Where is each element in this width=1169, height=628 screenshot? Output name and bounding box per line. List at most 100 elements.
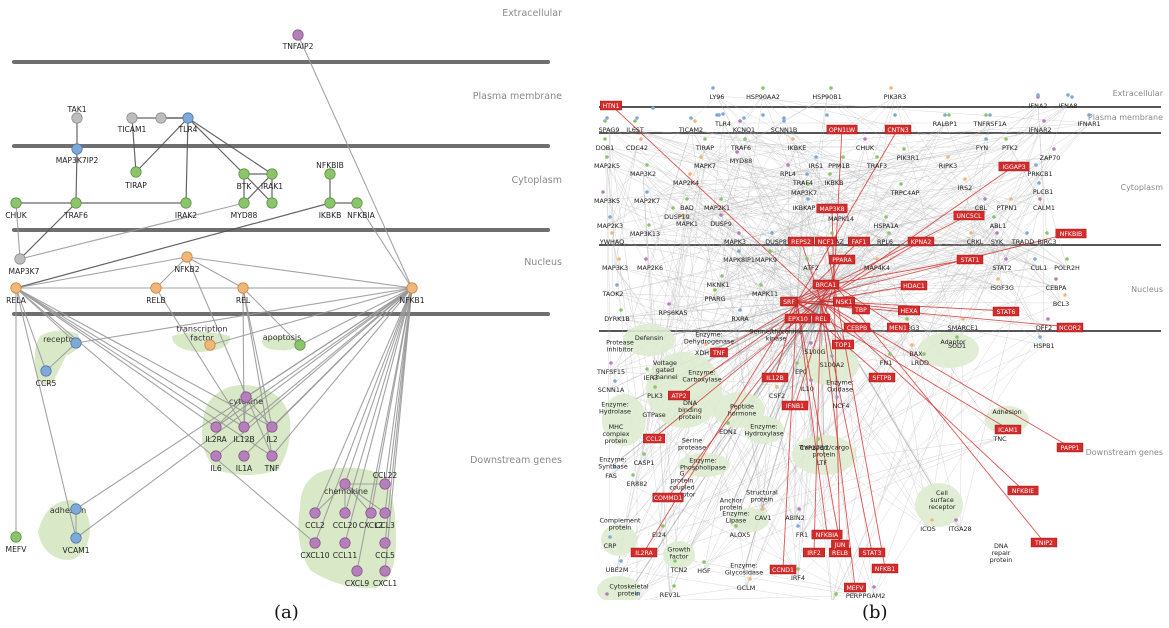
node-label-btk: BTK (237, 182, 253, 191)
highlight-edge (820, 240, 922, 302)
node-dot (699, 155, 703, 159)
gene-label: ALOX5 (730, 531, 751, 539)
highlight-label: CNTN3 (887, 127, 908, 134)
node-ticam1 (126, 112, 138, 124)
node-dot (671, 206, 675, 210)
edge (796, 301, 929, 529)
edge (609, 146, 638, 226)
node-dot (601, 190, 605, 194)
gene-label: TLR4 (714, 120, 731, 128)
highlight-label: TNF (712, 350, 725, 357)
node-dot (796, 524, 800, 528)
category-label-line: surface (930, 496, 954, 504)
gene-label: MAP3K5 (594, 197, 620, 205)
gene-label: MKNK1 (707, 281, 730, 289)
category-label-line: inhibitor (607, 346, 634, 354)
highlight-edge (796, 128, 899, 303)
edge (762, 95, 835, 183)
category-label-line: complex (602, 430, 629, 438)
node-dot (613, 465, 617, 469)
node-dot (988, 113, 992, 117)
node-dot (713, 288, 717, 292)
edge (606, 164, 703, 353)
gene-label: ZAP70 (1040, 154, 1061, 162)
edge (314, 483, 346, 514)
edge (996, 190, 1044, 242)
edge (764, 240, 1024, 294)
highlight-box (826, 124, 858, 135)
edge (15, 256, 188, 289)
highlight-label: JUN (834, 542, 846, 549)
gene-label: CSF2 (769, 392, 785, 400)
node-dot (688, 172, 692, 176)
highlight-label: MEFV (846, 585, 864, 592)
group-label-adhesion: adhesion (50, 506, 86, 515)
edge (956, 240, 998, 346)
node-label-mefv: MEFV (6, 545, 28, 554)
category-label-line: Enzyme: (750, 422, 778, 430)
node-dot (702, 560, 706, 564)
edge (314, 287, 413, 544)
node-dot (613, 379, 617, 383)
node-dot (863, 137, 867, 141)
category-blob (602, 394, 646, 446)
node-dot (943, 113, 947, 117)
edge (135, 117, 189, 173)
gene-label: FAS (605, 472, 617, 480)
node-ccl2 (309, 507, 321, 519)
edge (833, 186, 966, 285)
highlight-label: NFKBIB (1060, 231, 1083, 238)
highlight-label: EPX10 (788, 316, 808, 323)
gene-label: S100A2 (820, 361, 845, 369)
highlight-label: HTN1 (603, 103, 620, 110)
node-dot (653, 385, 657, 389)
highlight-edge (796, 301, 828, 535)
highlight-label: IL2RA (635, 550, 653, 557)
node-dot (761, 113, 765, 117)
gene-label: MYD88 (730, 157, 752, 165)
edge (803, 181, 835, 193)
node-dot (902, 147, 906, 151)
category-label-line: Dehydrogenase (684, 338, 734, 346)
node-dot (719, 197, 723, 201)
node-dot (661, 524, 665, 528)
edge (704, 146, 798, 166)
edge (685, 181, 1057, 288)
gene-label: IKBKE (788, 144, 807, 152)
edge (833, 104, 1039, 285)
edge (740, 146, 917, 354)
gene-label: BIRC3 (1038, 238, 1057, 246)
gene-label: FN1 (880, 359, 893, 367)
node-dot (984, 137, 988, 141)
node-label-nfkbia: NFKBIA (347, 211, 375, 220)
node-dot (768, 249, 772, 253)
edge (714, 297, 855, 596)
gene-label: HSPB1 (1033, 342, 1054, 350)
edge (611, 222, 722, 242)
highlight-label: CEBPB (847, 325, 867, 332)
node-dot (791, 137, 795, 141)
highlight-label: RELB (832, 550, 848, 557)
category-label-line: channel (652, 373, 678, 381)
node-dot (954, 518, 958, 522)
gene-label: MAPK7 (694, 162, 716, 170)
node-dot (715, 113, 719, 117)
gene-label: RPL6 (877, 238, 893, 246)
node-label-tirap: TIRAP (124, 181, 147, 190)
gene-label: MAP2K5 (594, 162, 620, 170)
node-mefv (10, 531, 22, 543)
gene-label: IL10 (800, 385, 814, 393)
highlight-box (992, 306, 1020, 317)
highlight-box (630, 547, 658, 558)
edge (604, 146, 833, 242)
node-dot (1004, 257, 1008, 261)
node-irak1 (266, 168, 278, 180)
highlight-label: PPARA (832, 257, 852, 264)
gene-label: LY96 (710, 93, 725, 101)
gene-label: PERP (846, 592, 862, 600)
edge (800, 370, 875, 596)
category-label-line: protein (605, 437, 628, 445)
highlight-box (1030, 537, 1058, 548)
edge (650, 164, 817, 378)
